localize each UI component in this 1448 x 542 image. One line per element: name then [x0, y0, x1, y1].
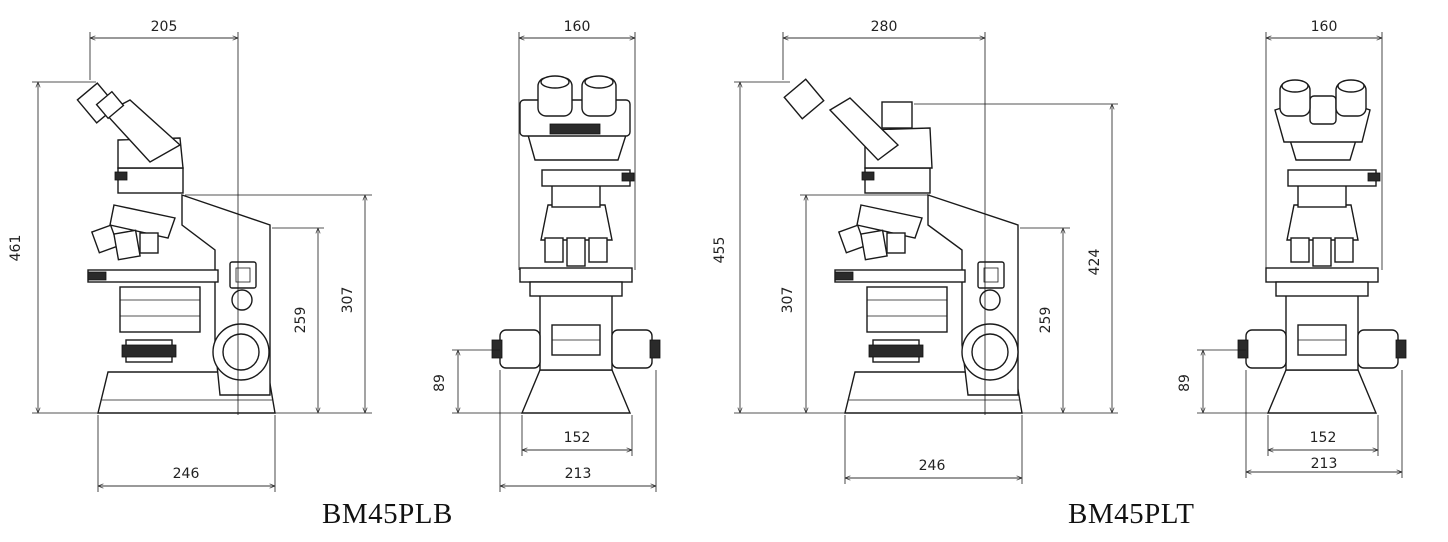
dim-base-outer: 213	[1311, 456, 1338, 472]
dim-height-arm: 307	[340, 287, 356, 314]
bm45plt-side-dimensions: 280 455 307 259 424 246	[712, 19, 1118, 484]
dim-width-top: 160	[1311, 19, 1338, 35]
bm45plt-front-dimensions: 160 89 152 213	[1177, 19, 1403, 478]
model-label-bm45plt: BM45PLT	[1068, 498, 1195, 530]
bm45plb-front-view	[491, 75, 661, 414]
dim-base-inner: 152	[1310, 430, 1337, 446]
dim-base-inner: 152	[564, 430, 591, 446]
dim-width-top: 280	[871, 19, 898, 35]
dim-knob-height: 89	[432, 374, 448, 392]
bm45plb-side-view	[76, 82, 276, 414]
dim-height-total: 461	[8, 235, 24, 262]
dim-base-width: 246	[173, 466, 200, 482]
dim-height-arm: 307	[780, 287, 796, 314]
dim-height-stage: 259	[1038, 307, 1054, 334]
dim-width-top: 160	[564, 19, 591, 35]
dim-base-width: 246	[919, 458, 946, 474]
dim-height-head: 424	[1087, 249, 1103, 276]
bm45plb-front-dimensions: 160 89 152 213	[432, 19, 657, 492]
dim-height-total: 455	[712, 237, 728, 264]
bm45plb-side-dimensions: 205 461 307 259 246	[8, 19, 372, 492]
dim-width-top: 205	[151, 19, 178, 35]
bm45plt-front-view	[1237, 79, 1407, 414]
dim-base-outer: 213	[565, 466, 592, 482]
model-label-bm45plb: BM45PLB	[322, 498, 453, 530]
dim-height-stage: 259	[293, 307, 309, 334]
dim-knob-height: 89	[1177, 374, 1193, 392]
bm45plt-side-view	[783, 78, 1023, 414]
